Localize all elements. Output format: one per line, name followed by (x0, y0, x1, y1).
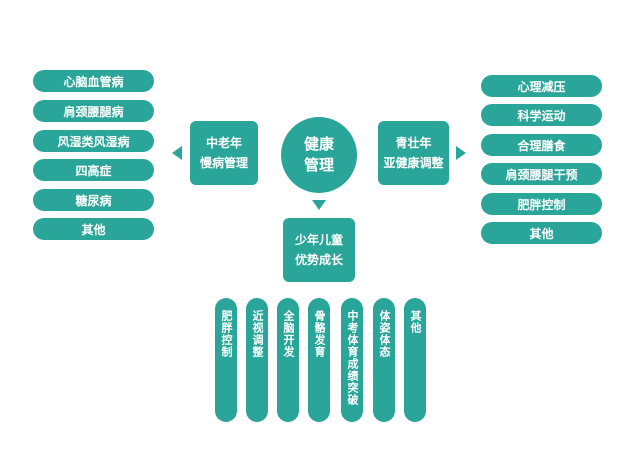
bottom-item: 肥胖控制 (215, 298, 237, 422)
bottom-item: 骨骼发育 (308, 298, 330, 422)
branch-box-children: 少年儿童 优势成长 (283, 218, 355, 282)
center-label-line2: 管理 (303, 156, 334, 174)
right-item: 肥胖控制 (481, 193, 602, 215)
branch-box-elderly-line2: 慢病管理 (199, 156, 248, 170)
branch-box-young-adult-line2: 亚健康调整 (383, 156, 444, 170)
bottom-item: 中考体育成绩突破 (341, 298, 363, 422)
bottom-item: 体姿体态 (373, 298, 395, 422)
right-item: 肩颈腰腿干预 (481, 163, 602, 185)
left-item: 四高症 (33, 159, 154, 181)
left-item: 肩颈腰腿病 (33, 100, 154, 122)
left-item: 糖尿病 (33, 189, 154, 211)
right-item: 科学运动 (481, 104, 602, 126)
branch-box-elderly: 中老年 慢病管理 (190, 121, 258, 185)
bottom-item: 全脑开发 (277, 298, 299, 422)
branch-box-elderly-line1: 中老年 (205, 136, 242, 150)
bottom-item: 近视调整 (246, 298, 268, 422)
left-item: 风湿类风湿病 (33, 130, 154, 152)
arrow-down-icon (312, 200, 326, 210)
branch-box-young-adult: 青壮年 亚健康调整 (378, 121, 449, 185)
right-item: 心理减压 (481, 75, 602, 97)
bottom-item: 其他 (404, 298, 426, 422)
left-item: 其他 (33, 218, 154, 240)
left-item: 心脑血管病 (33, 70, 154, 92)
branch-box-children-line1: 少年儿童 (294, 233, 343, 247)
branch-box-young-adult-line1: 青壮年 (395, 136, 432, 150)
center-label-line1: 健康 (303, 135, 334, 153)
right-item: 其他 (481, 222, 602, 244)
right-item: 合理膳食 (481, 134, 602, 156)
arrow-left-icon (172, 146, 182, 160)
arrow-right-icon (456, 146, 466, 160)
center-node-health-management: 健康 管理 (281, 117, 357, 193)
branch-box-children-line2: 优势成长 (294, 253, 343, 267)
